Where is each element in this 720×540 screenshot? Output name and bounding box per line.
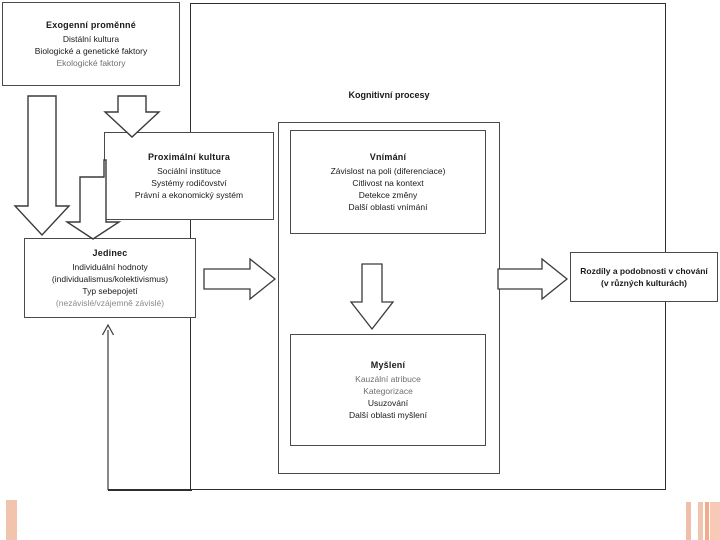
box-behavioral-outcome: Rozdíly a podobnosti v chování (v různýc… (570, 252, 718, 302)
box-individual: Jedinec Individuální hodnoty (individual… (24, 238, 196, 318)
box-perception-line-2: Citlivost na kontext (352, 177, 424, 188)
box-exogenous-line-3: Ekologické faktory (56, 57, 126, 68)
box-proximal-line-2: Systémy rodičovství (151, 177, 227, 188)
arrow-cognitive-to-outcome (497, 257, 569, 301)
box-proximal-line-1: Sociální instituce (157, 165, 221, 176)
box-individual-line-1: Individuální hodnoty (72, 261, 148, 272)
feedback-line-bottom (108, 489, 192, 491)
arrow-feedback-to-individual (98, 322, 118, 492)
box-individual-line-4: (nezávislé/vzájemně závislé) (55, 297, 165, 308)
decoration-bar-right-2 (698, 502, 703, 540)
box-thinking-line-1: Kauzální atribuce (355, 373, 421, 384)
box-outcome-line-2: (v různých kulturách) (601, 278, 687, 288)
box-outcome-line-1: Rozdíly a podobnosti v chování (580, 266, 708, 276)
arrow-proximal-to-individual (64, 159, 126, 240)
box-perception-title: Vnímání (369, 151, 407, 162)
box-perception-line-3: Detekce změny (358, 189, 418, 200)
box-individual-line-2: (individualismus/kolektivismus) (51, 273, 169, 284)
box-proximal-line-3: Právní a ekonomický systém (134, 189, 244, 200)
cognitive-processes-heading: Kognitivní procesy (348, 90, 430, 100)
arrow-exogenous-to-individual (13, 95, 71, 237)
box-perception: Vnímání Závislost na poli (diferenciace)… (290, 130, 486, 234)
decoration-bar-right-4 (710, 502, 720, 540)
box-individual-line-3: Typ sebepojetí (82, 285, 138, 296)
box-thinking-line-4: Další oblasti myšlení (349, 409, 427, 420)
box-proximal-title: Proximální kultura (147, 151, 231, 162)
arrow-individual-to-cognitive (203, 257, 277, 301)
box-thinking-line-3: Usuzování (367, 397, 409, 408)
box-exogenous-line-2: Biologické a genetické faktory (34, 45, 148, 56)
box-individual-title: Jedinec (92, 247, 128, 258)
box-perception-line-4: Další oblasti vnímání (348, 201, 428, 212)
box-proximal-culture: Proximální kultura Sociální instituce Sy… (104, 132, 274, 220)
box-thinking: Myšlení Kauzální atribuce Kategorizace U… (290, 334, 486, 446)
box-thinking-title: Myšlení (370, 359, 406, 370)
arrow-exogenous-to-proximal (103, 95, 161, 138)
box-perception-line-1: Závislost na poli (diferenciace) (330, 165, 446, 176)
arrow-perception-to-thinking (349, 263, 395, 331)
decoration-bar-right-3 (705, 502, 709, 540)
box-exogenous-title: Exogenní proměnné (46, 19, 136, 30)
box-exogenous-line-1: Distální kultura (62, 33, 120, 44)
decoration-bar-left-1 (6, 500, 17, 540)
decoration-bar-right-1 (686, 502, 691, 540)
box-exogenous-variables: Exogenní proměnné Distální kultura Biolo… (2, 2, 180, 86)
box-thinking-line-2: Kategorizace (363, 385, 413, 396)
